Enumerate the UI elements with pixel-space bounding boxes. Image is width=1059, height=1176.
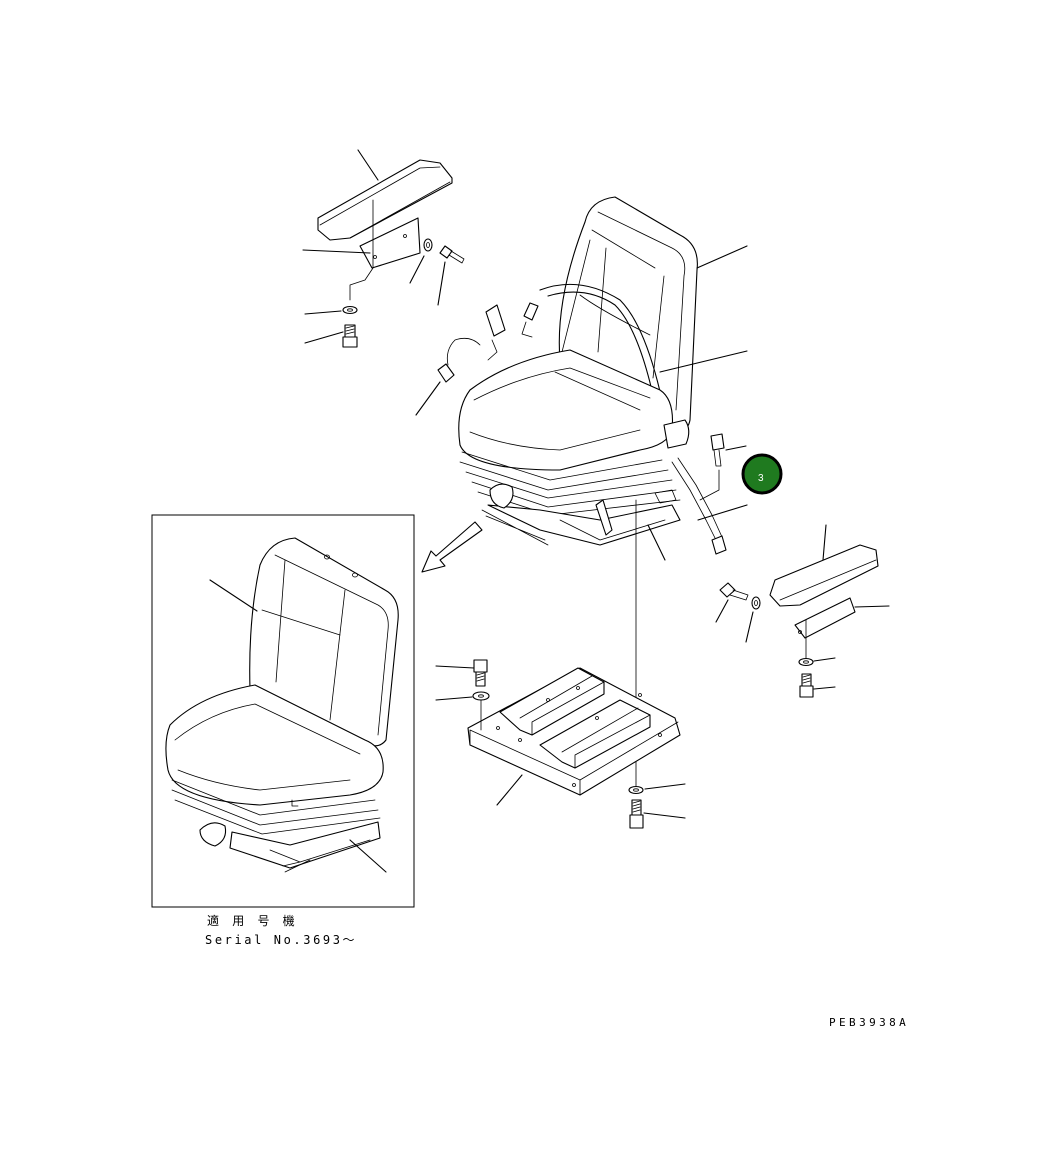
arrow-icon [421,521,483,573]
plate-bolt-left [435,659,488,687]
bolt-right-armrest [715,582,749,623]
inset-caption-serial: Serial No.3693～ [205,933,358,947]
plate-washer-left [435,691,490,731]
callout-badge[interactable]: 3 [741,453,783,495]
seat-cushion [458,349,690,471]
inset-caption-japanese: 適 用 号 機 [207,914,298,928]
bolt-left-armrest [437,245,465,306]
washer-lower-left [304,305,358,315]
armrest-right [769,524,890,661]
belt-anchor-right [671,457,748,555]
bolt-lower-left [304,324,358,348]
plate-washer-bottom [628,783,686,795]
armrest-left [302,149,453,301]
drawing-code: PEB3938A [829,1016,910,1029]
bolt-right-seat [699,433,747,501]
floor-plate [467,667,681,806]
washer-right-armrest [745,596,761,643]
seat-belt [521,283,748,431]
washer-left [409,238,433,284]
seat-suspension [459,451,681,561]
plate-bolt-bottom [629,799,686,829]
bolt-right-lower [799,673,836,698]
callout-label: 3 [758,473,764,484]
belt-buckle [415,304,506,416]
inset-panel [151,514,415,908]
washer-right-lower [798,657,836,667]
